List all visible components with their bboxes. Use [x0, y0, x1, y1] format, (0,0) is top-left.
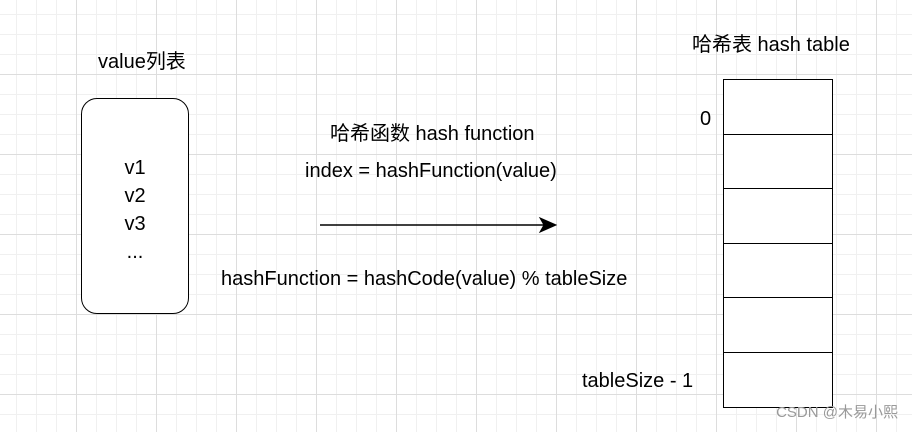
value-item: v2: [124, 185, 146, 207]
hash-function-formula: hashFunction = hashCode(value) % tableSi…: [221, 268, 628, 290]
arrow-right-icon: [320, 216, 558, 234]
hash-table: [723, 79, 833, 408]
hash-table-slot: [724, 80, 832, 135]
hash-table-slot: [724, 189, 832, 244]
hash-table-slot: [724, 353, 832, 408]
hash-table-title: 哈希表 hash table: [692, 34, 850, 56]
value-item: v3: [124, 213, 146, 235]
watermark: CSDN @木易小熙: [776, 404, 898, 421]
hash-table-slot: [724, 244, 832, 298]
value-list-title: value列表: [98, 51, 186, 73]
value-list-items: v1 v2 v3 ...: [82, 154, 188, 266]
index-formula: index = hashFunction(value): [305, 160, 557, 182]
hash-function-title: 哈希函数 hash function: [330, 123, 535, 145]
value-item-ellipsis: ...: [126, 241, 144, 263]
value-item: v1: [124, 157, 146, 179]
hash-table-first-index: 0: [700, 108, 712, 130]
value-list-box: v1 v2 v3 ...: [81, 98, 189, 314]
hash-table-slot: [724, 298, 832, 353]
hash-table-slot: [724, 135, 832, 189]
hash-table-last-index: tableSize - 1: [582, 370, 694, 392]
